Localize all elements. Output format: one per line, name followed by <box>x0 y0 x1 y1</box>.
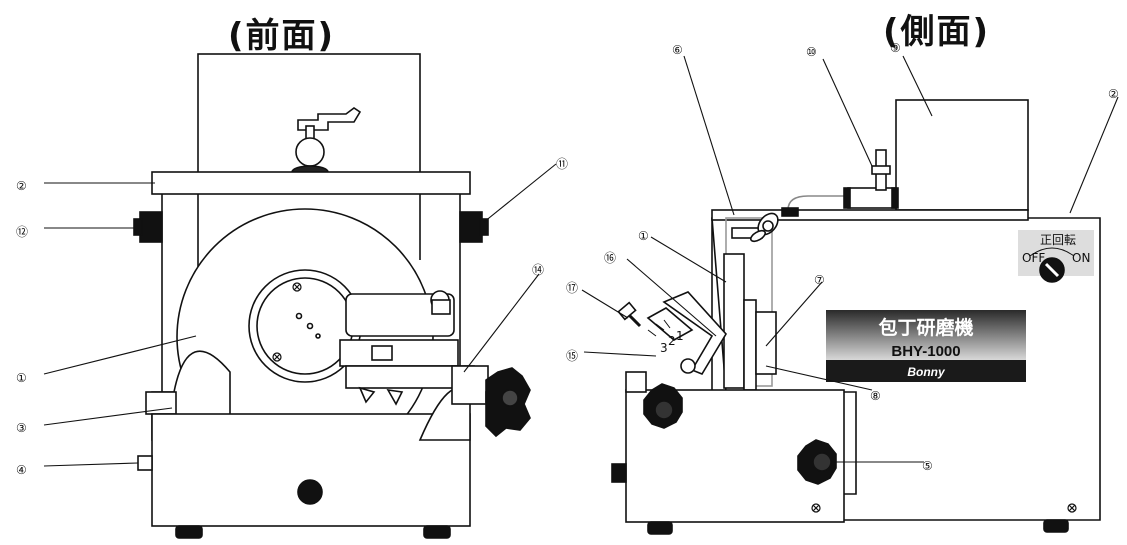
switch-off-label: OFF <box>1022 251 1045 265</box>
callout-10: ⑩ <box>806 45 817 59</box>
callout-2-front: ② <box>16 179 27 193</box>
callout-4: ④ <box>16 463 27 477</box>
side-angle-arm <box>617 291 727 375</box>
callout-7: ⑦ <box>814 273 825 287</box>
front-base <box>151 413 471 527</box>
product-badge: 包丁研磨機 BHY-1000 Bonny <box>826 310 1026 382</box>
front-view <box>133 53 531 539</box>
callout-9: ⑨ <box>890 41 901 55</box>
angle-mark-3: 3 <box>660 341 668 355</box>
badge-brand: Bonny <box>907 365 946 379</box>
badge-model: BHY-1000 <box>891 343 960 360</box>
angle-mark-1: 1 <box>676 329 684 343</box>
callout-14: ⑭ <box>532 263 544 277</box>
switch-panel-label: 正回転 <box>1040 233 1076 247</box>
front-left-knob <box>133 211 163 243</box>
callout-leaders <box>43 55 1119 467</box>
switch-on-label: ON <box>1072 251 1090 265</box>
callout-3: ③ <box>16 421 27 435</box>
front-right-knob <box>459 211 489 243</box>
callout-16: ⑯ <box>604 251 616 265</box>
side-valve <box>843 149 899 209</box>
front-view-title: (前面) <box>228 16 336 56</box>
callout-17: ⑰ <box>566 281 578 295</box>
side-wing-nut <box>749 212 779 243</box>
callout-11: ⑪ <box>556 157 568 171</box>
side-wheel <box>723 253 745 389</box>
callout-6: ⑥ <box>672 43 683 57</box>
callout-1-side: ① <box>638 229 649 243</box>
callout-12: ⑫ <box>16 225 28 239</box>
callout-8: ⑧ <box>870 389 881 403</box>
badge-product-name: 包丁研磨機 <box>878 316 973 339</box>
callout-1-front: ① <box>16 371 27 385</box>
callout-15: ⑮ <box>566 349 578 363</box>
callout-5: ⑤ <box>922 459 933 473</box>
side-water-tank <box>895 99 1029 211</box>
front-lid <box>151 171 471 195</box>
callout-numbers: ② ⑫ ① ③ ④ ⑪ ⑭ ⑥ ⑩ ⑨ ② ① ⑦ ⑯ ⑰ ⑮ ⑧ ⑤ <box>16 41 1119 477</box>
callout-2-side: ② <box>1108 87 1119 101</box>
front-knife-holder <box>339 290 531 438</box>
side-view-title: (側面) <box>883 12 991 52</box>
angle-mark-2: 2 <box>668 334 676 348</box>
